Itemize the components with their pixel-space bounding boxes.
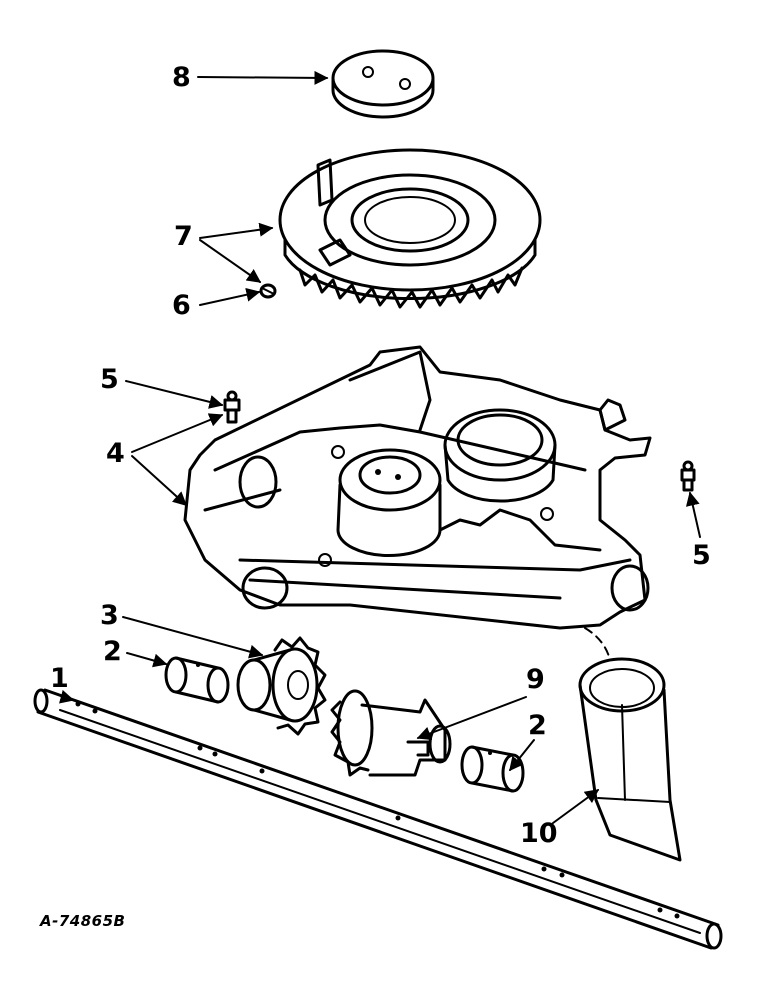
callout-5-right: 5	[692, 540, 711, 571]
leader-lines	[59, 70, 701, 824]
callout-7: 7	[174, 221, 193, 252]
callout-10: 10	[520, 818, 558, 849]
callout-3: 3	[100, 600, 119, 631]
callout-5-left: 5	[100, 364, 119, 395]
part-5-grease-fitting-right	[680, 460, 696, 492]
part-4-gear-housing	[183, 345, 652, 630]
part-7-ring-gear	[278, 148, 542, 309]
callout-6: 6	[172, 290, 191, 321]
callout-2-right: 2	[528, 710, 547, 741]
part-5-grease-fitting-left	[223, 390, 241, 424]
alignment-line	[584, 627, 611, 661]
part-10-funnel	[578, 657, 682, 862]
part-1-shaft	[33, 688, 723, 950]
part-9-bevel-pinion	[330, 689, 452, 777]
callout-8: 8	[172, 62, 191, 93]
callout-9: 9	[526, 664, 545, 695]
part-6-pin	[259, 283, 277, 299]
drawing-code: A-74865B	[40, 912, 126, 930]
callout-2-left: 2	[103, 636, 122, 667]
callout-1: 1	[50, 663, 69, 694]
part-2-bushing-left	[164, 656, 230, 704]
part-2-bushing-right	[460, 745, 525, 793]
part-8-cover-plate	[331, 49, 435, 119]
callout-4: 4	[106, 438, 125, 469]
part-3-pinion-gear	[236, 636, 327, 736]
